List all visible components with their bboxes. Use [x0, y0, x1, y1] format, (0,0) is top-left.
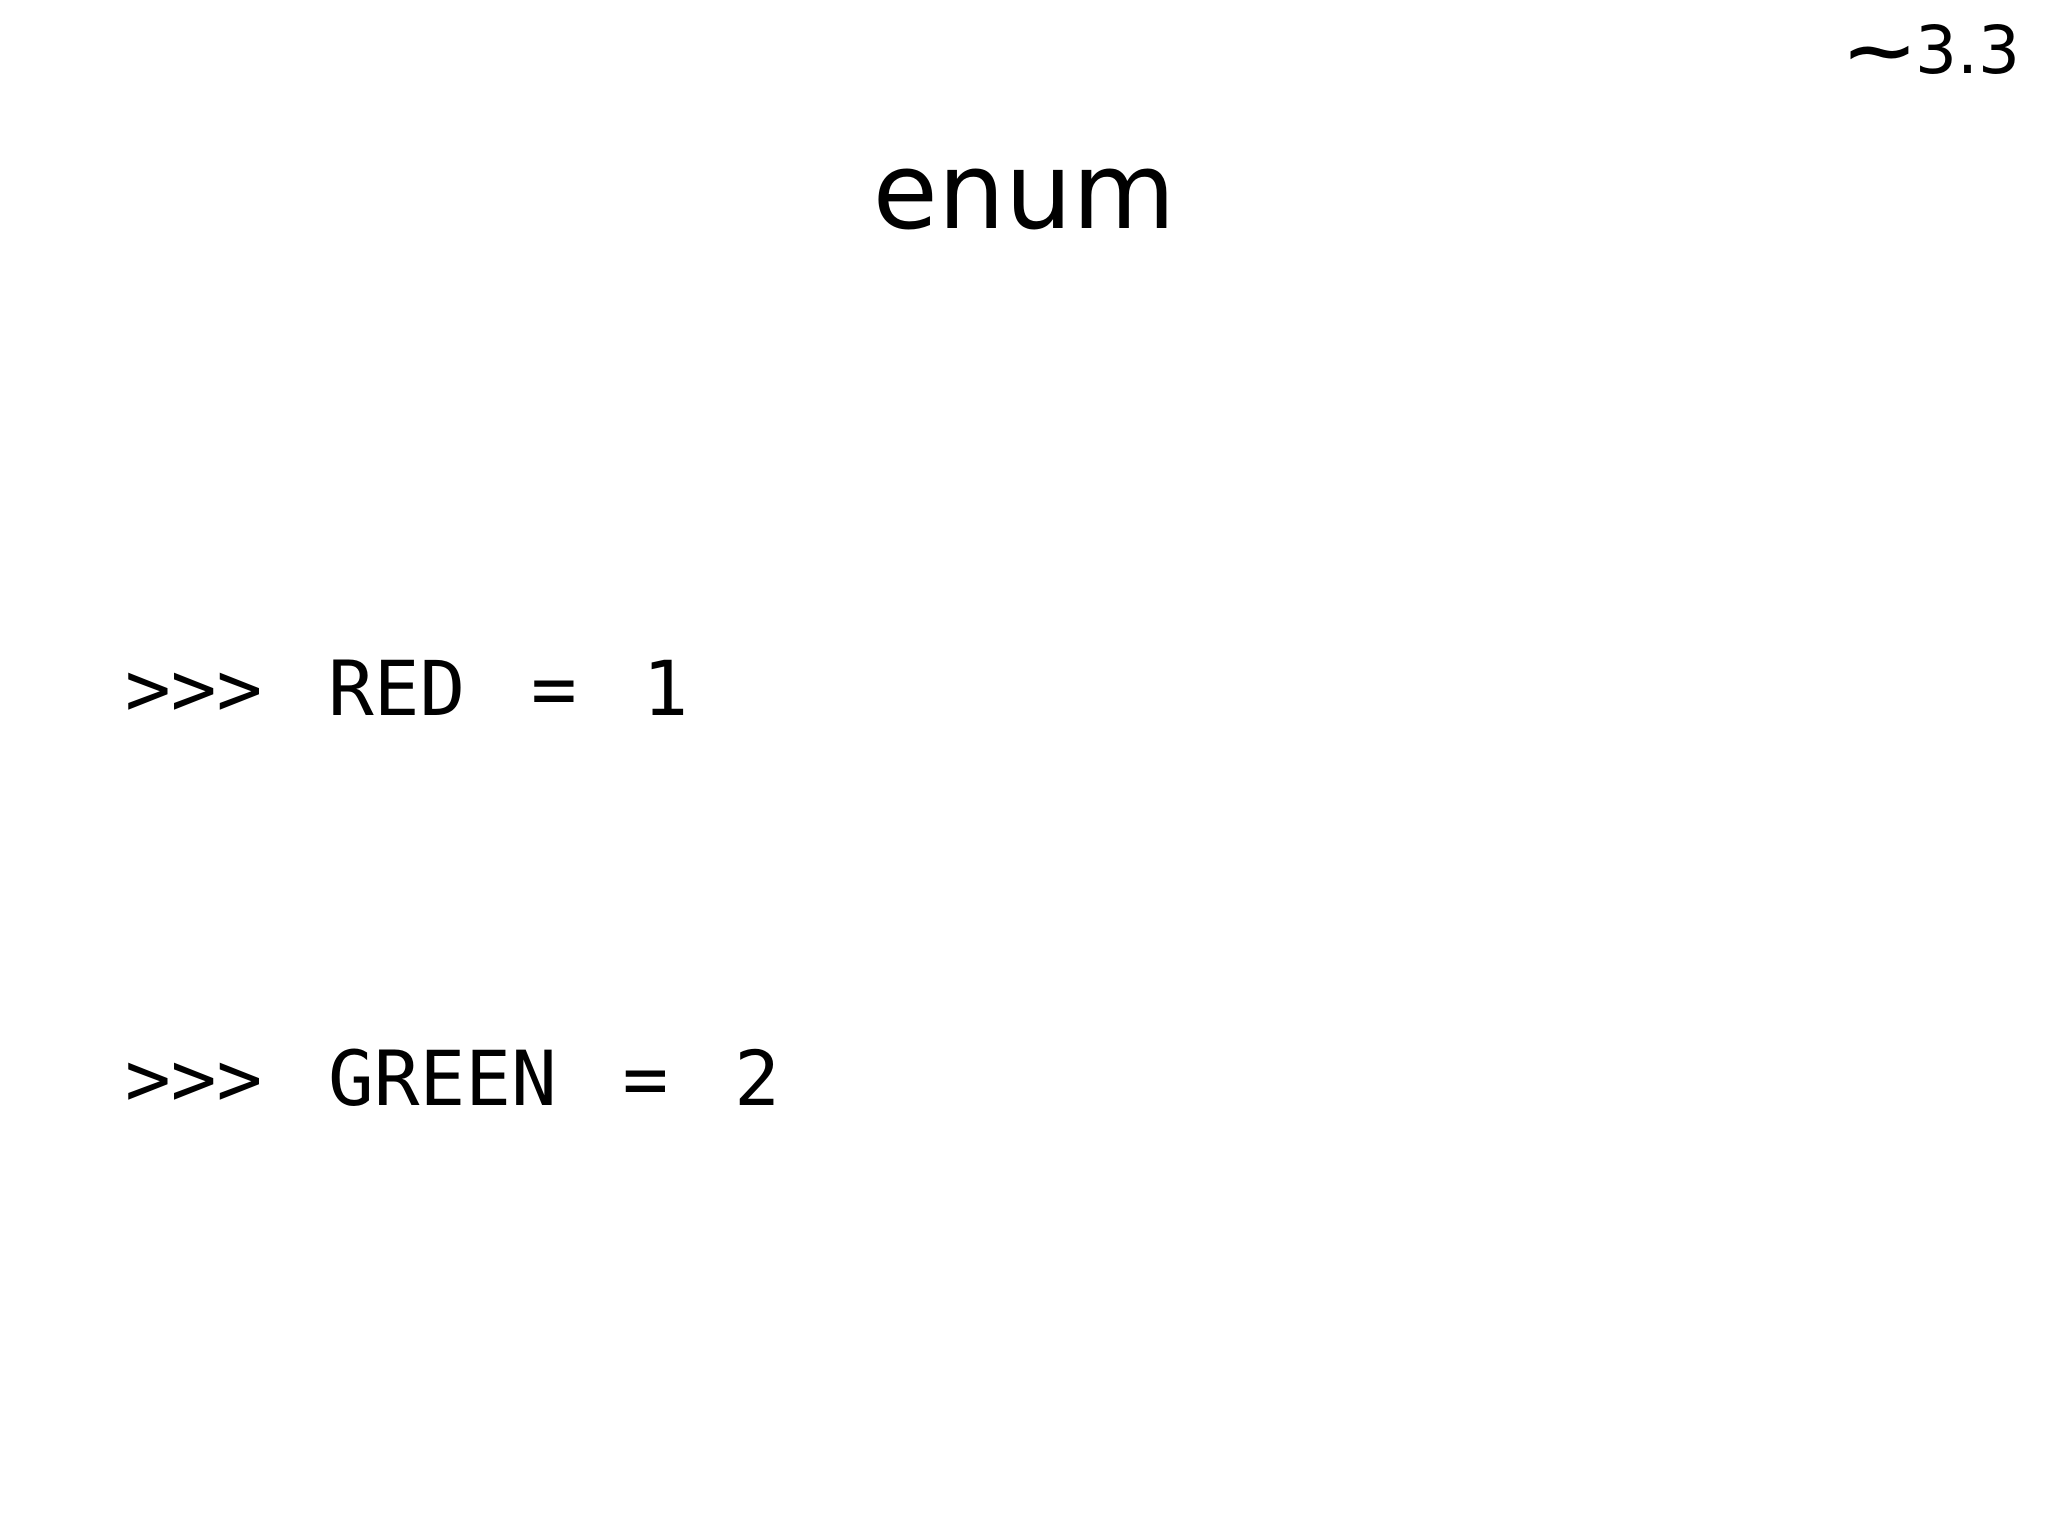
version-number: 3.3 [1915, 12, 2020, 89]
version-badge: ~3.3 [1840, 16, 2020, 86]
code-line: >>> GREEN = 2 [125, 1034, 780, 1123]
code-block: >>> RED = 1 >>> GREEN = 2 >>> SPAM = 1 >… [125, 364, 871, 1536]
code-line: >>> RED = 1 [125, 644, 689, 733]
code-line-blank [125, 1404, 871, 1534]
approx-tilde-symbol: ~ [1840, 12, 1918, 89]
page-title: enum [872, 130, 1176, 253]
